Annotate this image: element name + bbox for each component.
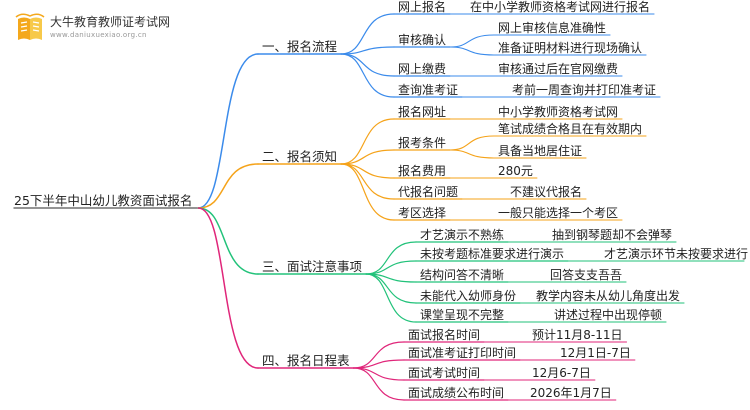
- node-teacher-role[interactable]: 未能代入幼师身份: [420, 289, 517, 303]
- leaf-register-on-website[interactable]: 在中小学教师资格考试网进行报名: [470, 0, 651, 14]
- leaf-proxy-not-advised[interactable]: 不建议代报名: [510, 185, 583, 199]
- leaf-pay-on-website[interactable]: 审核通过后在官网缴费: [498, 62, 619, 76]
- leaf-fee-amount[interactable]: 280元: [498, 164, 533, 178]
- leaf-registration-date[interactable]: 预计11月8-11日: [532, 328, 623, 342]
- root-topic[interactable]: 25下半年中山幼儿教资面试报名: [14, 193, 193, 208]
- branch-registration-process[interactable]: 一、报名流程: [262, 39, 338, 54]
- leaf-hesitant-answers[interactable]: 回答支支吾吾: [550, 268, 623, 282]
- branch-registration-schedule[interactable]: 四、报名日程表: [262, 353, 350, 368]
- node-exam-time[interactable]: 面试考试时间: [408, 366, 481, 380]
- leaf-residence-permit[interactable]: 具备当地居住证: [498, 144, 583, 158]
- node-online-registration[interactable]: 网上报名: [398, 0, 447, 14]
- node-review-confirm[interactable]: 审核确认: [398, 33, 447, 47]
- node-admission-ticket[interactable]: 查询准考证: [398, 83, 459, 97]
- leaf-pauses[interactable]: 讲述过程中出现停顿: [554, 308, 663, 322]
- leaf-ticket-date[interactable]: 12月1日-7日: [560, 346, 631, 360]
- node-eligibility[interactable]: 报考条件: [398, 136, 447, 150]
- leaf-piano-question[interactable]: 抽到钢琴题却不会弹琴: [552, 228, 673, 242]
- node-incomplete-presentation[interactable]: 课堂呈现不完整: [420, 308, 505, 322]
- leaf-results-date[interactable]: 2026年1月7日: [530, 386, 612, 400]
- node-proxy-registration[interactable]: 代报名问题: [398, 185, 459, 199]
- leaf-exam-website[interactable]: 中小学教师资格考试网: [498, 105, 619, 119]
- connector-root-b4: [197, 207, 259, 369]
- leaf-child-perspective[interactable]: 教学内容未从幼儿角度出发: [536, 289, 681, 303]
- book-logo-icon: [15, 13, 45, 40]
- logo-url: www.daniuxuexiao.org.cn: [50, 31, 147, 39]
- leaf-review-accuracy[interactable]: 网上审核信息准确性: [498, 21, 607, 35]
- node-structured-qa-unclear[interactable]: 结构问答不清晰: [420, 268, 505, 282]
- leaf-written-score-valid[interactable]: 笔试成绩合格且在有效期内: [498, 122, 643, 136]
- connector-root-b1: [197, 53, 259, 209]
- node-talent-unskilled[interactable]: 才艺演示不熟练: [420, 228, 505, 242]
- node-registration-url[interactable]: 报名网址: [398, 105, 447, 119]
- branch-interview-precautions[interactable]: 三、面试注意事项: [262, 259, 363, 274]
- site-logo[interactable]: 大牛教育教师证考试网 www.daniuxuexiao.org.cn: [14, 10, 214, 50]
- node-not-following-standard[interactable]: 未按考题标准要求进行演示: [420, 247, 565, 261]
- logo-title: 大牛教育教师证考试网: [50, 15, 171, 29]
- leaf-print-ticket[interactable]: 考前一周查询并打印准考证: [512, 83, 657, 97]
- leaf-exam-date[interactable]: 12月6-7日: [532, 366, 591, 380]
- node-online-payment[interactable]: 网上缴费: [398, 62, 447, 76]
- leaf-one-area-only[interactable]: 一般只能选择一个考区: [498, 206, 619, 220]
- leaf-talent-not-as-required[interactable]: 才艺演示环节未按要求进行: [604, 247, 749, 261]
- node-ticket-print-time[interactable]: 面试准考证打印时间: [408, 346, 517, 360]
- node-exam-area[interactable]: 考区选择: [398, 206, 447, 220]
- connector-root-b2: [197, 163, 259, 209]
- branch-registration-notes[interactable]: 二、报名须知: [262, 149, 338, 164]
- node-registration-fee[interactable]: 报名费用: [398, 164, 447, 178]
- leaf-onsite-confirm[interactable]: 准备证明材料进行现场确认: [498, 41, 643, 55]
- node-results-time[interactable]: 面试成绩公布时间: [408, 386, 505, 400]
- connector-root-b3: [197, 207, 259, 275]
- node-interview-registration-time[interactable]: 面试报名时间: [408, 328, 481, 342]
